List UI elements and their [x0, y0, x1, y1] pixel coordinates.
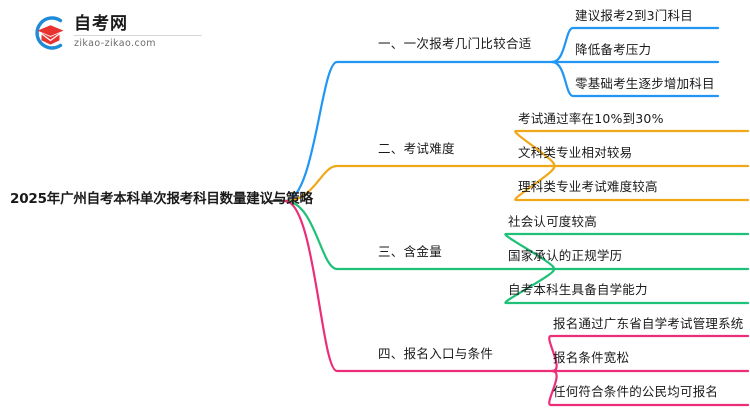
leaf-node-3-3[interactable]: 自考本科生具备自学能力 — [508, 282, 648, 297]
leaf-node-2-3[interactable]: 理科类专业考试难度较高 — [518, 179, 658, 194]
leaf-node-1-1[interactable]: 建议报考2到3门科目 — [575, 8, 693, 23]
branch-node-3[interactable]: 三、含金量 — [378, 244, 443, 259]
leaf-node-4-1[interactable]: 报名通过广东省自学考试管理系统 — [553, 316, 744, 331]
branch-node-2[interactable]: 二、考试难度 — [378, 141, 455, 156]
branch-node-1[interactable]: 一、一次报考几门比较合适 — [378, 36, 532, 51]
leaf-node-1-2[interactable]: 降低备考压力 — [575, 42, 652, 57]
leaf-node-4-3[interactable]: 任何符合条件的公民均可报名 — [553, 384, 719, 399]
branch-node-4[interactable]: 四、报名入口与条件 — [378, 346, 494, 361]
leaf-node-4-2[interactable]: 报名条件宽松 — [553, 350, 630, 365]
leaf-node-1-3[interactable]: 零基础考生逐步增加科目 — [575, 76, 715, 91]
logo-divider — [74, 35, 202, 36]
leaf-node-3-2[interactable]: 国家承认的正规学历 — [508, 248, 623, 263]
mindmap-root-node[interactable]: 2025年广州自考本科单次报考科目数量建议与策略 — [10, 191, 313, 207]
leaf-node-2-2[interactable]: 文科类专业相对较易 — [518, 145, 633, 160]
graduation-cap-icon — [30, 13, 70, 53]
leaf-node-3-1[interactable]: 社会认可度较高 — [508, 214, 597, 229]
logo-title: 自考网 — [74, 14, 128, 34]
logo-text: 自考网 zikao-zikao.com — [74, 14, 204, 50]
site-logo[interactable]: 自考网 zikao-zikao.com — [30, 11, 205, 55]
logo-domain: zikao-zikao.com — [74, 38, 156, 49]
leaf-node-2-1[interactable]: 考试通过率在10%到30% — [518, 111, 664, 126]
